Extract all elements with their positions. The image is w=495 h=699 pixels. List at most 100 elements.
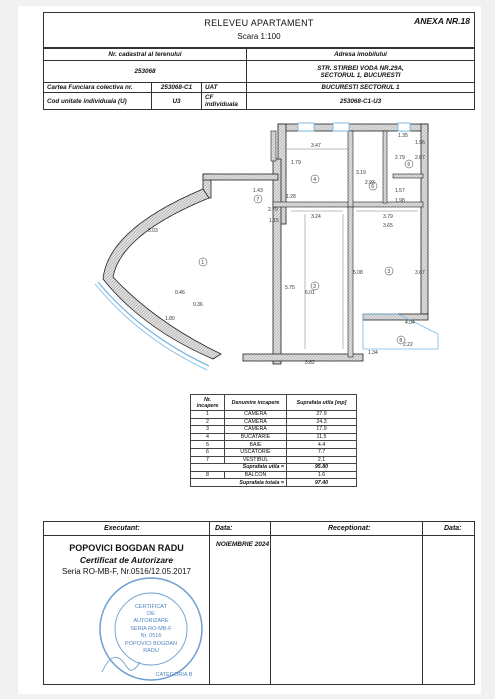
svg-text:3.19: 3.19 bbox=[356, 170, 366, 176]
svg-text:0.36: 0.36 bbox=[193, 302, 203, 308]
carte-value: 253068-C1 bbox=[151, 82, 202, 93]
carte-label: Cartea Funciara colectiva nr. bbox=[43, 82, 152, 93]
cod-label: Cod unitate individuala (U) bbox=[43, 92, 152, 110]
title-block: RELEVEU APARTAMENT Scara 1:100 ANEXA NR.… bbox=[43, 12, 475, 48]
rooms-header-nr: Nr. incapere bbox=[190, 394, 225, 411]
svg-text:2.87: 2.87 bbox=[415, 155, 425, 161]
svg-text:5.75: 5.75 bbox=[285, 285, 295, 291]
svg-text:5: 5 bbox=[407, 162, 410, 168]
executant-name: POPOVICI BOGDAN RADU bbox=[69, 543, 184, 553]
curved-window-line bbox=[97, 281, 210, 367]
svg-text:3: 3 bbox=[387, 269, 390, 275]
svg-text:5.03: 5.03 bbox=[148, 228, 158, 234]
curved-wall bbox=[102, 188, 222, 360]
svg-text:1.98: 1.98 bbox=[395, 198, 405, 204]
rooms-header-name: Denumire incapere bbox=[224, 394, 287, 411]
svg-text:1.34: 1.34 bbox=[368, 350, 378, 356]
svg-text:4.04: 4.04 bbox=[405, 320, 415, 326]
data-label: Data: bbox=[209, 522, 270, 536]
svg-text:3.79: 3.79 bbox=[383, 214, 393, 220]
uat-value: BUCURESTI SECTORUL 1 bbox=[246, 82, 475, 93]
svg-text:1.80: 1.80 bbox=[165, 316, 175, 322]
document-page: RELEVEU APARTAMENT Scara 1:100 ANEXA NR.… bbox=[18, 6, 481, 694]
svg-text:1.35: 1.35 bbox=[398, 133, 408, 139]
executant-info: POPOVICI BOGDAN RADU Certificat de Autor… bbox=[44, 538, 209, 576]
executant-label: Executant: bbox=[44, 522, 209, 536]
annex-label: ANEXA NR.18 bbox=[414, 16, 470, 26]
address-label: Adresa imobilului bbox=[246, 48, 475, 61]
uat-label: UAT bbox=[201, 82, 247, 93]
executant-series: Seria RO-MB-F, Nr.0516/12.05.2017 bbox=[62, 567, 191, 576]
svg-text:3.67: 3.67 bbox=[415, 270, 425, 276]
svg-text:1.15: 1.15 bbox=[269, 218, 279, 224]
signature-scribble bbox=[101, 657, 141, 673]
document-scale: Scara 1:100 bbox=[237, 32, 281, 41]
svg-text:5.08: 5.08 bbox=[353, 270, 363, 276]
svg-text:1: 1 bbox=[201, 260, 204, 266]
svg-text:SERIA RO-MB-F: SERIA RO-MB-F bbox=[130, 626, 172, 632]
svg-text:3.47: 3.47 bbox=[311, 143, 321, 149]
svg-text:3.24: 3.24 bbox=[311, 214, 321, 220]
room-markers: 1 2 3 4 5 6 7 8 bbox=[198, 159, 414, 345]
svg-text:Nr. 0516: Nr. 0516 bbox=[141, 633, 162, 639]
svg-text:0.46: 0.46 bbox=[175, 290, 185, 296]
svg-text:2.22: 2.22 bbox=[403, 342, 413, 348]
document-title: RELEVEU APARTAMENT bbox=[204, 18, 314, 28]
svg-text:2.93: 2.93 bbox=[365, 180, 375, 186]
dimension-lines bbox=[283, 148, 418, 355]
svg-text:1.57: 1.57 bbox=[395, 188, 405, 194]
totala-row: Suprafata totala = 97.40 bbox=[190, 478, 357, 487]
svg-text:6.01: 6.01 bbox=[305, 290, 315, 296]
svg-text:2.79: 2.79 bbox=[395, 155, 405, 161]
svg-text:1.43: 1.43 bbox=[253, 188, 263, 194]
svg-text:2: 2 bbox=[313, 284, 316, 290]
svg-text:1.96: 1.96 bbox=[415, 140, 425, 146]
data2-label: Data: bbox=[422, 522, 474, 536]
date-value: NOIEMBRIE 2024 bbox=[216, 541, 270, 548]
svg-text:8: 8 bbox=[399, 338, 402, 344]
svg-text:AUTORIZARE: AUTORIZARE bbox=[133, 618, 169, 624]
floor-plan-drawing: 3.47 1.35 2.79 2.87 1.96 1.79 3.19 2.93 … bbox=[94, 122, 439, 371]
cod-value: U3 bbox=[151, 92, 202, 110]
svg-text:RADU: RADU bbox=[143, 648, 159, 654]
address-value: STR. STIRBEI VODA NR.29A, SECTORUL 1, BU… bbox=[246, 60, 475, 83]
executant-certificate: Certificat de Autorizare bbox=[79, 555, 174, 565]
receptionat-label: Receptionat: bbox=[270, 522, 422, 536]
rooms-table: Nr. incapere Denumire incapere Suprafata… bbox=[190, 394, 357, 487]
floor-plan: 3.47 1.35 2.79 2.87 1.96 1.79 3.19 2.93 … bbox=[43, 114, 475, 507]
svg-text:DE: DE bbox=[147, 611, 155, 617]
balcony-outline bbox=[362, 313, 439, 350]
cadastral-value: 253068 bbox=[43, 60, 247, 83]
cadastral-label: Nr. cadastral al terenului bbox=[43, 48, 247, 61]
svg-text:CATEGORIA B: CATEGORIA B bbox=[156, 672, 193, 678]
svg-text:4: 4 bbox=[313, 177, 316, 183]
info-table: Nr. cadastral al terenului Adresa imobil… bbox=[43, 48, 475, 110]
svg-text:CERTIFICAT: CERTIFICAT bbox=[135, 604, 168, 610]
svg-text:6: 6 bbox=[371, 184, 374, 190]
svg-text:2.79: 2.79 bbox=[268, 207, 278, 213]
cf-label: CF individuala bbox=[201, 92, 247, 110]
svg-text:POPOVICI BOGDAN: POPOVICI BOGDAN bbox=[125, 641, 177, 647]
svg-text:1.28: 1.28 bbox=[286, 194, 296, 200]
svg-text:3.65: 3.65 bbox=[383, 223, 393, 229]
svg-text:1.79: 1.79 bbox=[291, 160, 301, 166]
signature-block: Executant: Data: Receptionat: Data: POPO… bbox=[43, 521, 475, 685]
cf-value: 253068-C1-U3 bbox=[246, 92, 475, 110]
dimension-labels: 3.47 1.35 2.79 2.87 1.96 1.79 3.19 2.93 … bbox=[148, 133, 425, 366]
exterior-walls bbox=[202, 123, 429, 365]
windows bbox=[297, 122, 411, 132]
interior-walls bbox=[270, 130, 424, 358]
curved-window-line-outer bbox=[94, 283, 208, 371]
authorization-stamp: CERTIFICAT DE AUTORIZARE SERIA RO-MB-F N… bbox=[99, 577, 203, 681]
utila-row: Suprafata utila = 95.80 bbox=[190, 463, 357, 472]
rooms-header-area: Suprafata utila [mp] bbox=[286, 394, 357, 411]
svg-text:7: 7 bbox=[256, 197, 259, 203]
